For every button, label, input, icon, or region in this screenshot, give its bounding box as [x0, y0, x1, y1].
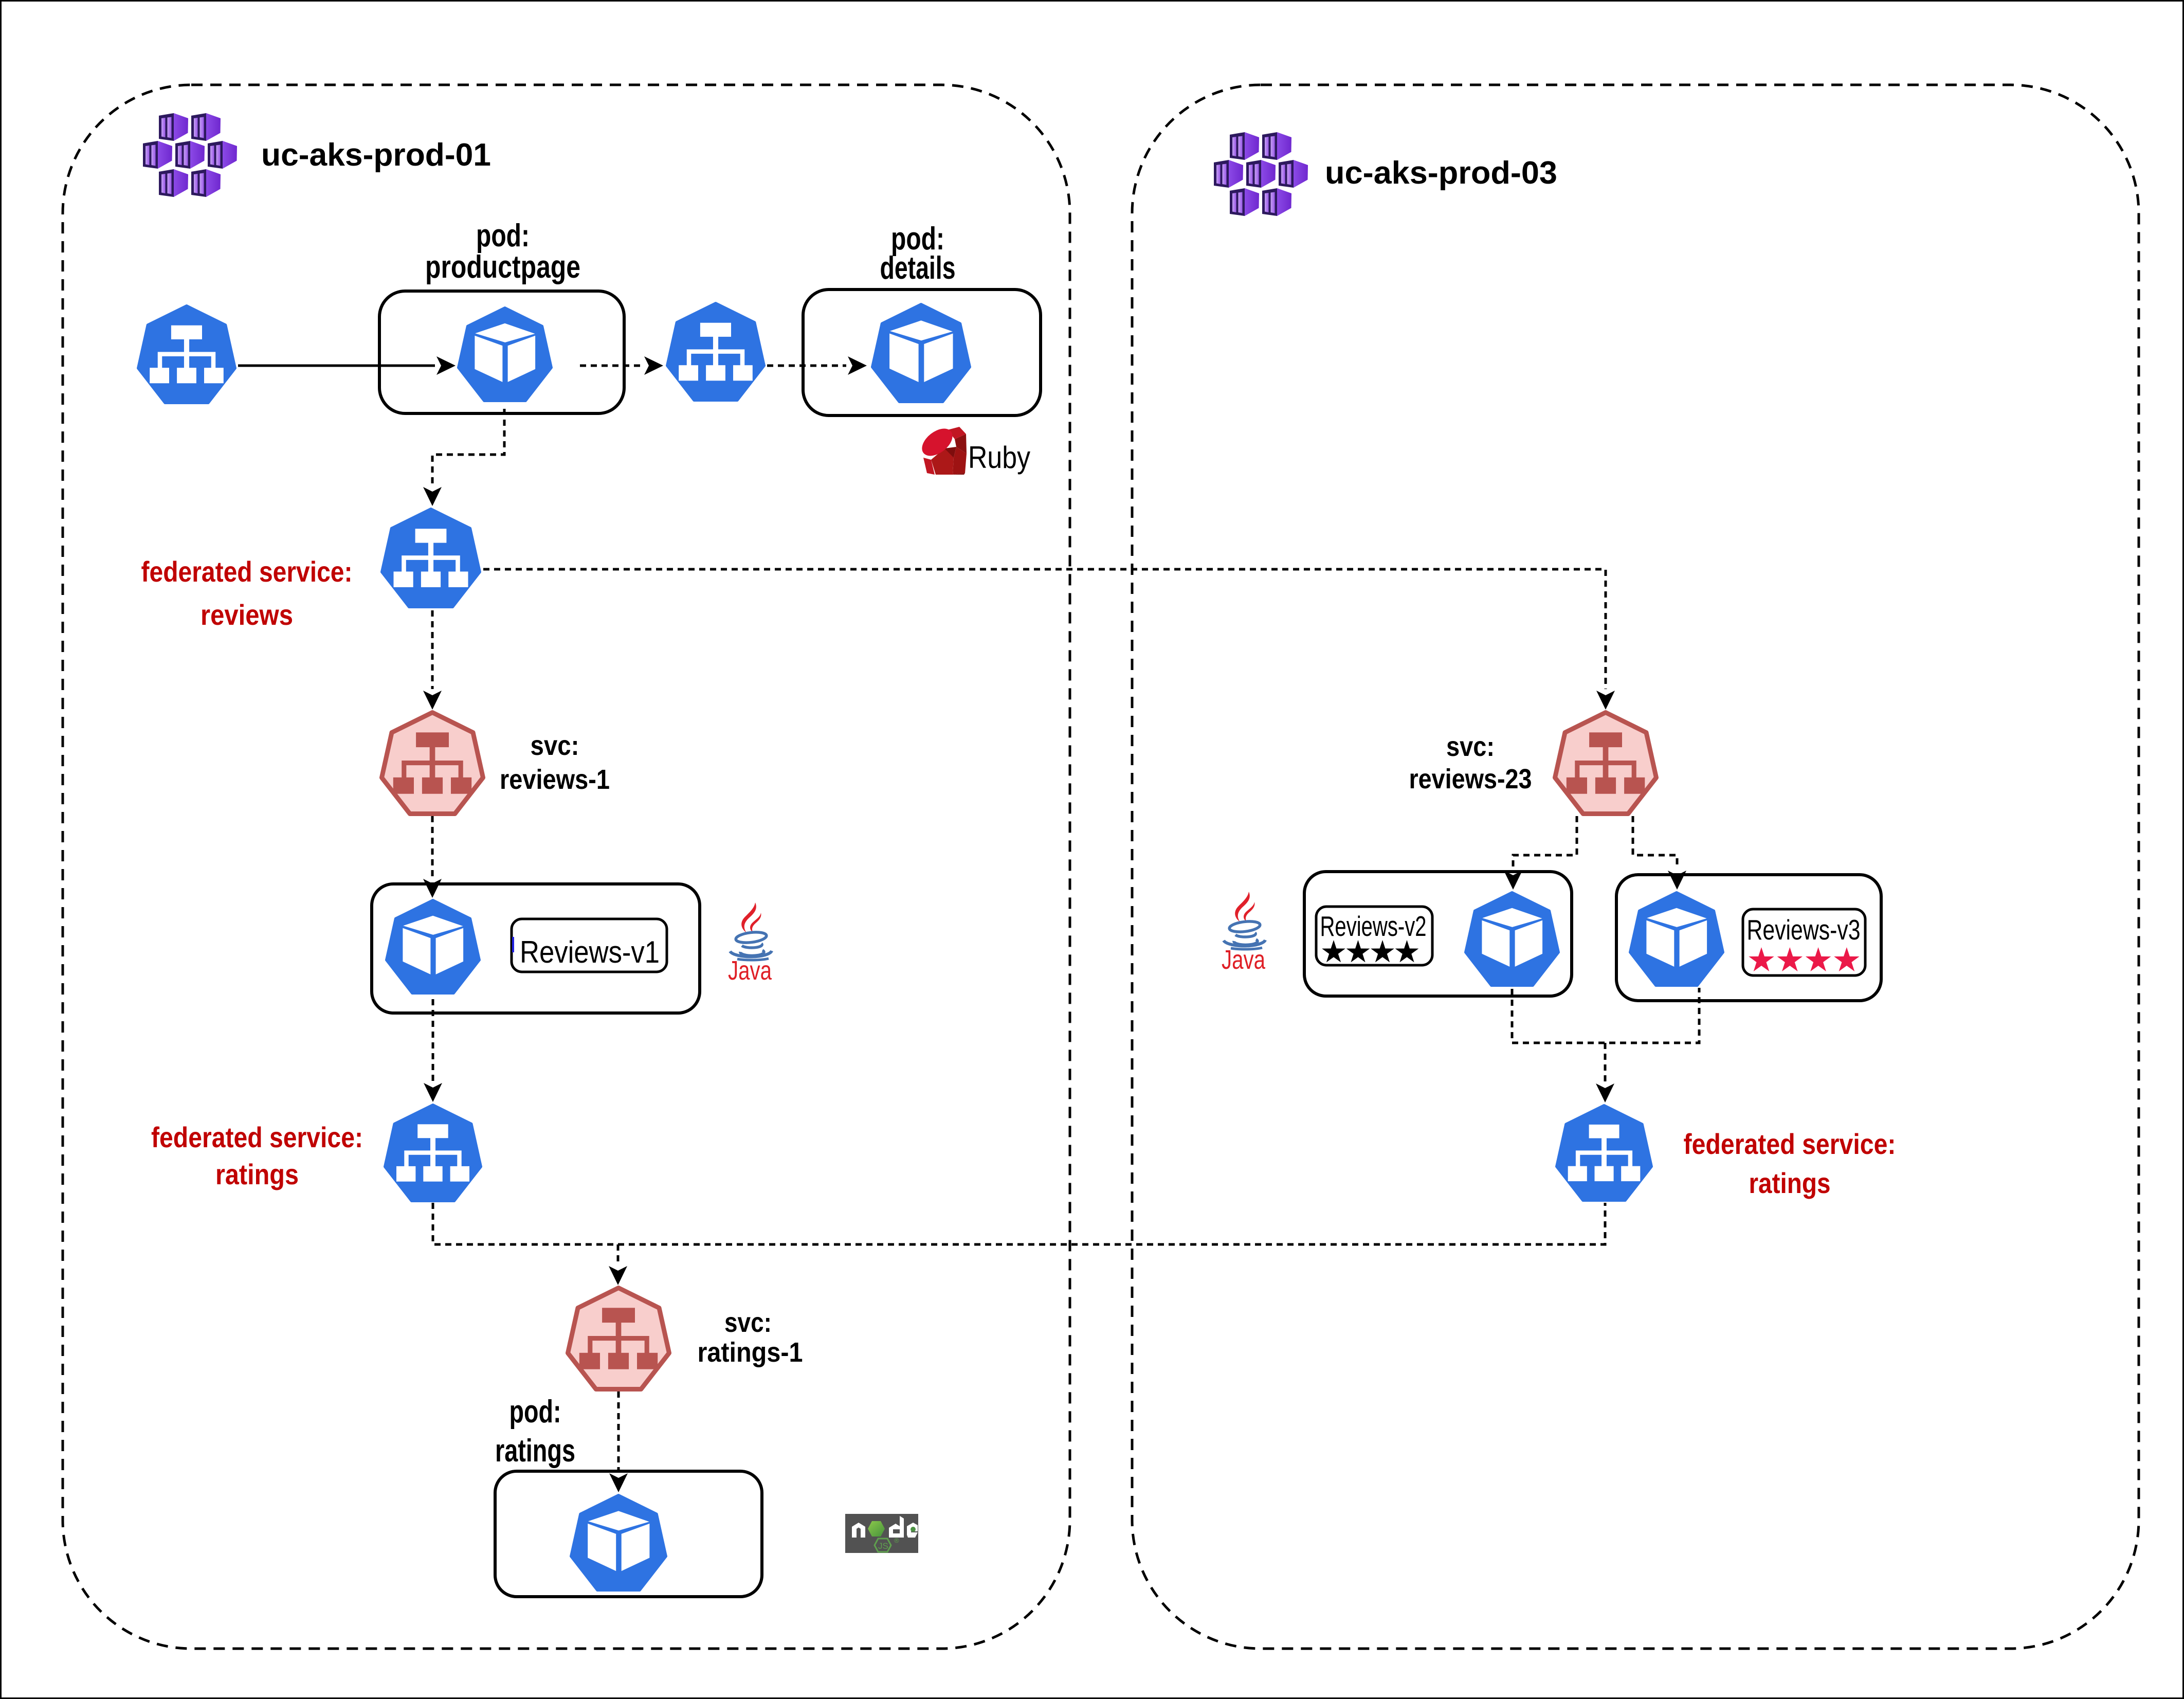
- svg-text:reviews-1: reviews-1: [500, 764, 610, 795]
- svg-text:Ruby: Ruby: [968, 440, 1030, 475]
- svg-text:svc:: svc:: [1446, 731, 1495, 762]
- svg-text:ratings: ratings: [215, 1158, 299, 1190]
- svg-text:reviews: reviews: [201, 599, 293, 631]
- svg-text:ratings-1: ratings-1: [698, 1337, 803, 1368]
- svg-text:reviews-23: reviews-23: [1409, 764, 1532, 794]
- svg-text:pod:: pod:: [509, 1394, 561, 1430]
- svg-text:federated service:: federated service:: [1684, 1128, 1896, 1160]
- svg-text:details: details: [880, 250, 956, 286]
- svg-text:federated service:: federated service:: [151, 1121, 363, 1153]
- svg-text:productpage: productpage: [425, 249, 580, 285]
- svg-text:JS: JS: [878, 1541, 888, 1551]
- svg-text:federated service:: federated service:: [141, 555, 353, 588]
- svg-text:svc:: svc:: [531, 730, 579, 761]
- svg-text:uc-aks-prod-03: uc-aks-prod-03: [1325, 155, 1557, 191]
- svg-text:uc-aks-prod-01: uc-aks-prod-01: [261, 137, 491, 173]
- svg-text:Java: Java: [728, 956, 772, 986]
- svg-text:svc:: svc:: [724, 1307, 772, 1338]
- svg-text:ratings: ratings: [495, 1433, 575, 1469]
- svg-text:Java: Java: [1222, 945, 1265, 975]
- svg-text:Reviews-v1: Reviews-v1: [520, 935, 660, 969]
- svg-text:Reviews-v2: Reviews-v2: [1320, 910, 1427, 942]
- svg-text:®: ®: [894, 1537, 899, 1544]
- svg-text:Reviews-v3: Reviews-v3: [1747, 914, 1861, 946]
- svg-text:pod:: pod:: [891, 221, 944, 257]
- svg-text:ratings: ratings: [1749, 1167, 1831, 1199]
- svg-text:pod:: pod:: [476, 218, 530, 254]
